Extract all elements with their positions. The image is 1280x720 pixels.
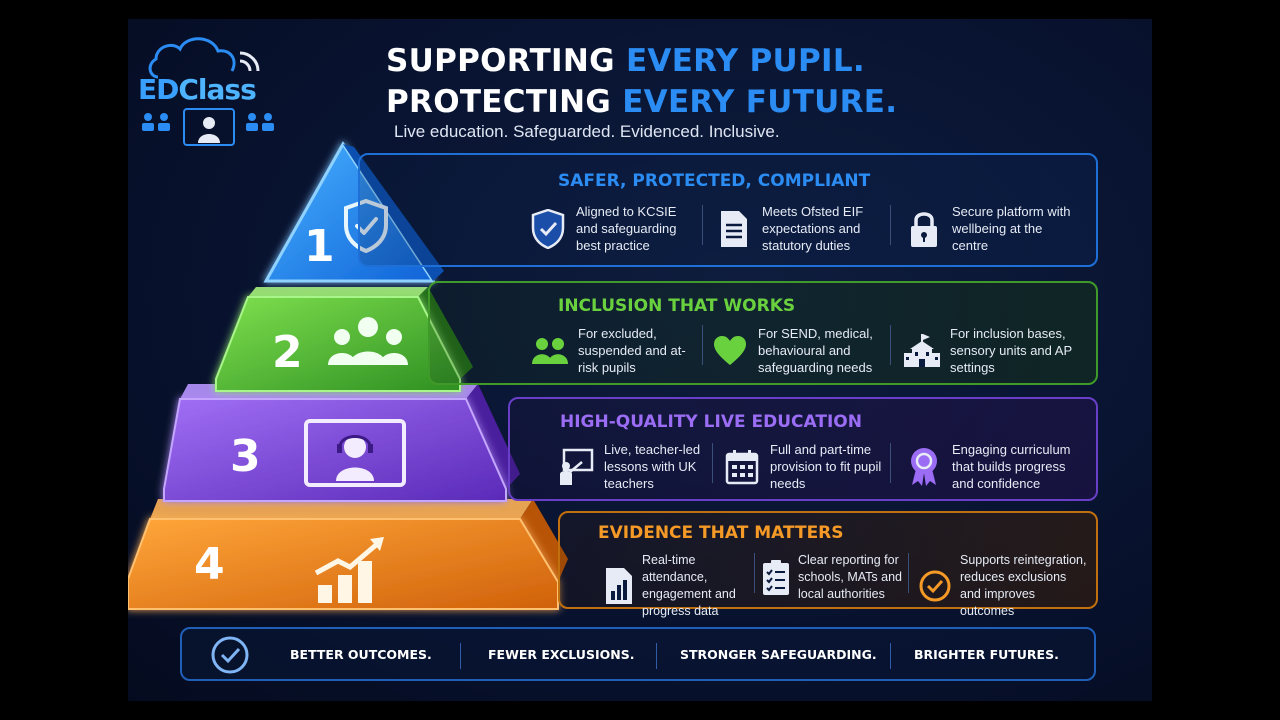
tier-3-item-1-text: Live, teacher-led lessons with UK teache… [604, 442, 701, 491]
document-icon [716, 209, 752, 249]
tier-3-item-3: Engaging curriculum that builds progress… [906, 441, 1086, 492]
tier-3-item-3-text: Engaging curriculum that builds progress… [952, 442, 1071, 491]
people-icon [532, 331, 568, 371]
tier-2-title: INCLUSION THAT WORKS [558, 296, 796, 316]
tier-1-number: 1 [304, 221, 335, 272]
tier-3-panel [508, 397, 1098, 501]
tier-4-item-2-text: Clear reporting for schools, MATs and lo… [798, 553, 902, 601]
tier-3-item-1: Live, teacher-led lessons with UK teache… [558, 441, 714, 492]
tier-3-item-2-text: Full and part-time provision to fit pupi… [770, 442, 882, 491]
school-building-icon [904, 331, 940, 371]
tier-1-item-2-text: Meets Ofsted EIF expectations and statut… [762, 204, 864, 253]
divider [754, 553, 755, 593]
footer-item-1: BETTER OUTCOMES. [290, 647, 432, 662]
tier-1-item-3-text: Secure platform with wellbeing at the ce… [952, 204, 1071, 253]
tier-2-item-1-text: For excluded, suspended and at-risk pupi… [578, 326, 686, 375]
people-group-icon [328, 317, 408, 365]
tier-4-panel [558, 511, 1098, 609]
heart-icon [712, 331, 748, 371]
tier-1-panel [358, 153, 1098, 267]
divider [890, 443, 891, 483]
divider [908, 553, 909, 593]
tier-2-item-3-text: For inclusion bases, sensory units and A… [950, 326, 1072, 375]
tier-2-item-3: For inclusion bases, sensory units and A… [904, 325, 1082, 376]
footer-item-4: BRIGHTER FUTURES. [914, 647, 1059, 662]
tier-4-item-3-text: Supports reintegration, reduces exclusio… [960, 553, 1087, 618]
report-chart-icon [604, 566, 634, 606]
check-circle-icon [918, 566, 952, 606]
checklist-icon [762, 558, 790, 598]
tier-2-item-2: For SEND, medical, behavioural and safeg… [712, 325, 888, 376]
tier-4-item-1: Real-time attendance, engagement and pro… [604, 552, 756, 620]
award-ribbon-icon [906, 447, 942, 487]
headline-line2-white: PROTECTING [386, 84, 623, 120]
subtitle: Live education. Safeguarded. Evidenced. … [394, 122, 780, 141]
divider [890, 205, 891, 245]
divider [712, 443, 713, 483]
headline-line1-blue: EVERY PUPIL. [625, 43, 865, 79]
tier-1-item-3: Secure platform with wellbeing at the ce… [906, 203, 1072, 254]
padlock-icon [906, 209, 942, 249]
tier-1-item-1: Aligned to KCSIE and safeguarding best p… [530, 203, 696, 254]
brand-logo: EDClass [138, 73, 257, 106]
divider [890, 325, 891, 365]
logo-cloud-icon [142, 37, 274, 146]
tier-4-title: EVIDENCE THAT MATTERS [598, 523, 844, 543]
footer-item-3: STRONGER SAFEGUARDING. [680, 647, 877, 662]
footer-banner: BETTER OUTCOMES. FEWER EXCLUSIONS. STRON… [180, 627, 1096, 681]
tier-2-number: 2 [272, 327, 303, 378]
tier-4-item-2: Clear reporting for schools, MATs and lo… [762, 552, 910, 603]
divider [460, 643, 461, 669]
tier-2-item-1: For excluded, suspended and at-risk pupi… [532, 325, 698, 376]
divider [702, 325, 703, 365]
divider [656, 643, 657, 669]
headline: SUPPORTING EVERY PUPIL. PROTECTING EVERY… [386, 41, 946, 123]
shield-check-icon [530, 208, 566, 249]
headline-line2-blue: EVERY FUTURE. [622, 84, 898, 120]
tier-1-item-2: Meets Ofsted EIF expectations and statut… [716, 203, 892, 254]
tier-2-panel [428, 281, 1098, 385]
growth-chart-icon [314, 537, 384, 603]
headline-line1-white: SUPPORTING [386, 43, 626, 79]
check-circle-icon [211, 636, 249, 674]
tier-2-item-2-text: For SEND, medical, behavioural and safeg… [758, 326, 873, 375]
divider [890, 643, 891, 669]
tier-3-number: 3 [230, 431, 261, 482]
logo-text-ed: ED [138, 73, 179, 106]
infographic-poster: EDClass SUPPORTING EVERY PUPIL. PROTECTI… [128, 19, 1152, 701]
footer-item-2: FEWER EXCLUSIONS. [488, 647, 635, 662]
teacher-board-icon [558, 447, 594, 487]
tier-1-title: SAFER, PROTECTED, COMPLIANT [558, 171, 871, 191]
logo-text-class: Class [178, 73, 256, 106]
tier-4-item-3: Supports reintegration, reduces exclusio… [918, 552, 1090, 620]
tier-1-item-1-text: Aligned to KCSIE and safeguarding best p… [576, 204, 677, 253]
tier-4-item-1-text: Real-time attendance, engagement and pro… [642, 553, 736, 618]
tier-3-title: HIGH-QUALITY LIVE EDUCATION [560, 412, 862, 432]
tier-4-number: 4 [194, 539, 225, 590]
tier-3-item-2: Full and part-time provision to fit pupi… [724, 441, 888, 492]
headset-screen-icon [304, 419, 406, 487]
divider [702, 205, 703, 245]
calendar-icon [724, 447, 760, 487]
